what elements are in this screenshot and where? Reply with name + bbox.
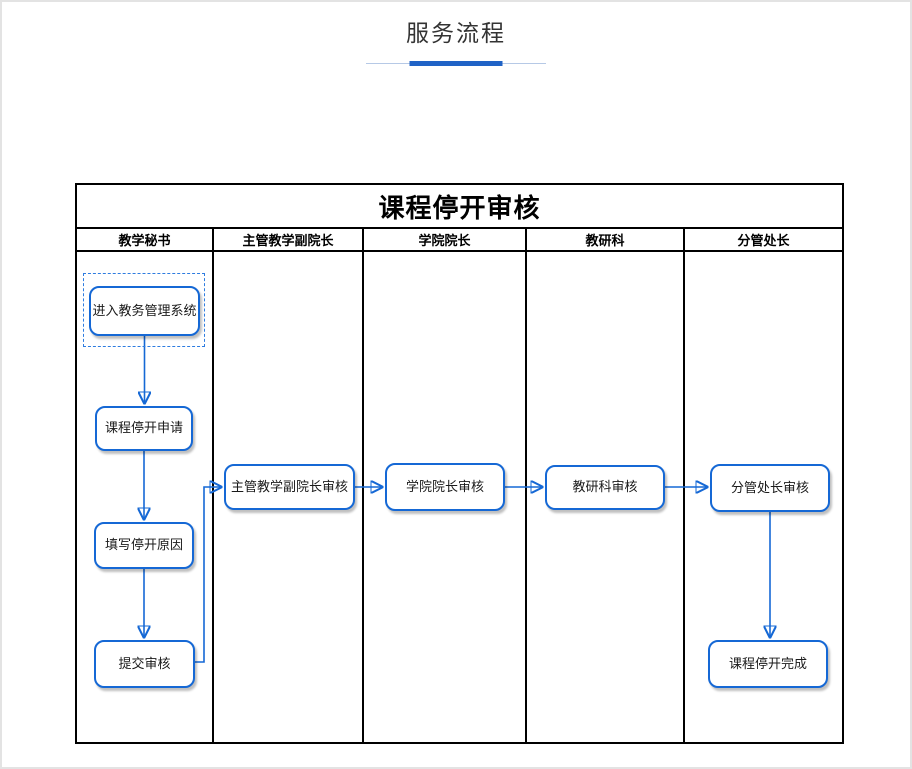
lane-column-teaching-secretary bbox=[77, 252, 214, 742]
flowchart-title: 课程停开审核 bbox=[77, 185, 842, 229]
flowchart: 课程停开审核 教学秘书 主管教学副院长 学院院长 教研科 分管处长 bbox=[75, 183, 844, 744]
lane-column-research-section bbox=[527, 252, 685, 742]
lane-header-division-chief: 分管处长 bbox=[737, 233, 790, 248]
lane-header-vice-dean: 主管教学副院长 bbox=[214, 229, 364, 250]
flow-node-complete: 课程停开完成 bbox=[708, 640, 828, 688]
section-header: 服务流程 bbox=[2, 2, 910, 67]
page-title: 服务流程 bbox=[406, 20, 506, 46]
flowchart-body: 进入教务管理系统 课程停开申请 填写停开原因 提交审核 主管教学副院长审核 学院… bbox=[77, 252, 842, 742]
flow-node-dean-review: 学院院长审核 bbox=[385, 463, 505, 511]
flow-node-vice-dean-review: 主管教学副院长审核 bbox=[224, 464, 355, 510]
flow-node-enter-system: 进入教务管理系统 bbox=[89, 286, 200, 336]
underline-thick-bar bbox=[409, 61, 503, 66]
lane-column-college-dean bbox=[364, 252, 527, 742]
flow-node-division-chief-review: 分管处长审核 bbox=[710, 464, 830, 512]
lane-header-college-dean: 学院院长 bbox=[364, 229, 527, 250]
lane-header-research-section: 教研科 bbox=[527, 229, 685, 250]
flow-node-fill-reason: 填写停开原因 bbox=[94, 522, 194, 569]
title-underline-decoration bbox=[366, 61, 546, 67]
flow-node-submit: 提交审核 bbox=[94, 640, 195, 688]
lane-columns bbox=[77, 252, 842, 742]
flow-node-research-section-review: 教研科审核 bbox=[545, 465, 665, 510]
flow-connectors bbox=[77, 336, 842, 663]
lane-column-vice-dean bbox=[214, 252, 364, 742]
lane-header-row: 教学秘书 主管教学副院长 学院院长 教研科 分管处长 bbox=[77, 229, 842, 252]
start-node-dashed-frame bbox=[83, 273, 205, 347]
flow-node-apply: 课程停开申请 bbox=[95, 406, 193, 451]
connector-submit-vice-dean-review bbox=[195, 487, 221, 663]
lane-header-teaching-secretary: 教学秘书 bbox=[77, 229, 214, 250]
